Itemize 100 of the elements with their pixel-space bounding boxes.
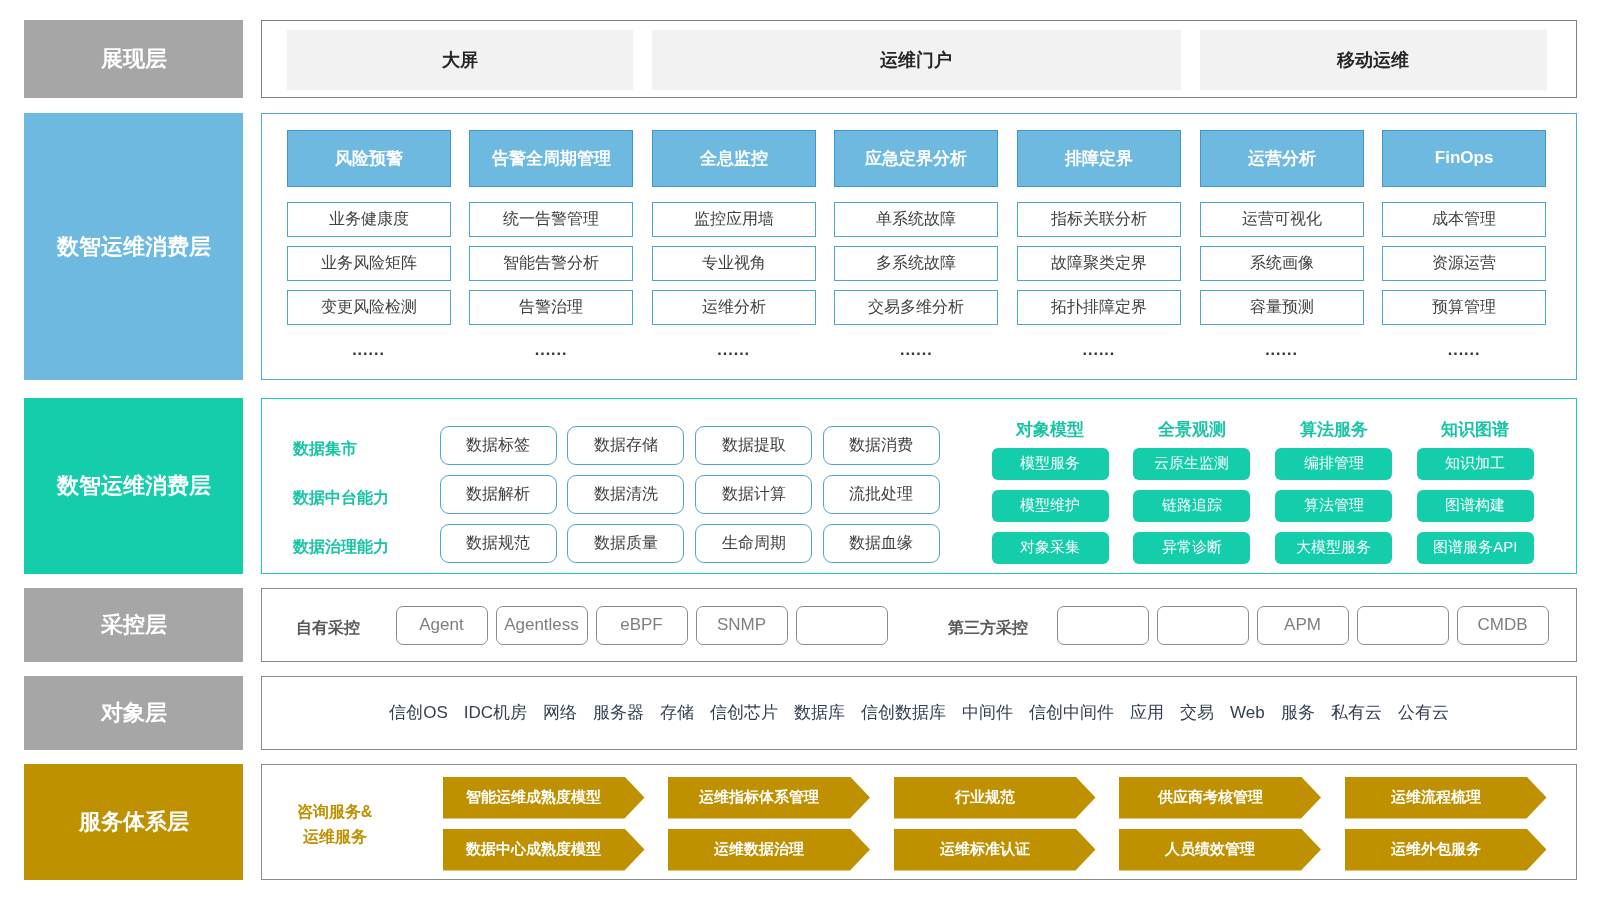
collector-box: APM	[1256, 605, 1349, 645]
capability-box: 数据规范	[439, 523, 557, 563]
object-item: 信创中间件	[1029, 702, 1115, 724]
collector-box: CMDB	[1456, 605, 1549, 645]
service-box: 异常诊断	[1133, 531, 1251, 564]
service-box: 大模型服务	[1275, 531, 1393, 564]
object-item: 中间件	[962, 702, 1014, 724]
ellipsis-text: ......	[899, 340, 933, 359]
capability-box: 数据提取	[695, 425, 813, 465]
layer-header: 对象层	[24, 676, 243, 750]
layer-panel	[261, 676, 1577, 750]
service-box: 图谱服务API	[1416, 531, 1534, 564]
function-box: 拓扑排障定界	[1016, 289, 1181, 325]
service-box: 对象采集	[991, 531, 1109, 564]
layer-header: 服务体系层	[24, 764, 243, 880]
object-item: 网络	[543, 702, 578, 724]
capability-box: 数据存储	[567, 425, 685, 465]
object-item: 交易	[1180, 702, 1215, 724]
collector-box: Agent	[395, 605, 488, 645]
chevron-tag: 运维流程梳理	[1344, 776, 1547, 819]
chevron-tag: 运维数据治理	[668, 828, 870, 871]
capability-box: 数据标签	[439, 425, 557, 465]
service-box: 图谱构建	[1416, 489, 1534, 522]
category-header: 告警全周期管理	[469, 129, 634, 187]
layer-panel	[261, 398, 1577, 574]
object-item: IDC机房	[463, 702, 528, 724]
object-item: 存储	[660, 702, 695, 724]
group-label: 自有采控	[295, 617, 360, 638]
function-box: 统一告警管理	[469, 201, 634, 237]
category-header: 全息监控	[651, 129, 816, 187]
capability-box: 数据血缘	[822, 523, 940, 563]
object-item: 信创数据库	[861, 702, 947, 724]
object-item: 信创芯片	[710, 702, 779, 724]
chevron-tag: 人员绩效管理	[1119, 828, 1321, 871]
portal-tile: 运维门户	[651, 29, 1181, 90]
service-box: 模型维护	[991, 489, 1109, 522]
capability-box: 生命周期	[695, 523, 813, 563]
layer-header: 数智运维消费层	[24, 113, 243, 380]
chevron-tag: 运维外包服务	[1344, 828, 1547, 871]
layer-header: 采控层	[24, 588, 243, 662]
chevron-tag: 数据中心成熟度模型	[442, 828, 645, 871]
function-box: 业务风险矩阵	[286, 245, 451, 281]
function-box: 运营可视化	[1199, 201, 1364, 237]
group-label: 第三方采控	[947, 617, 1028, 638]
capability-box: 数据解析	[439, 474, 557, 514]
column-heading: 对象模型	[1016, 418, 1084, 441]
function-box: 专业视角	[651, 245, 816, 281]
function-box: 业务健康度	[286, 201, 451, 237]
function-box: 单系统故障	[834, 201, 999, 237]
object-item: 数据库	[794, 702, 846, 724]
collector-box	[1356, 605, 1449, 645]
ellipsis-text: ......	[352, 340, 385, 359]
function-box: 容量预测	[1199, 289, 1364, 325]
collector-box	[1156, 605, 1249, 645]
portal-tile: 移动运维	[1199, 29, 1547, 90]
function-box: 系统画像	[1199, 245, 1364, 281]
object-item: Web	[1230, 702, 1265, 724]
category-header: FinOps	[1382, 129, 1547, 187]
ellipsis-text: ......	[1447, 340, 1481, 359]
ellipsis-text: ......	[717, 340, 750, 359]
capability-box: 数据清洗	[567, 474, 685, 514]
function-box: 监控应用墙	[651, 201, 816, 237]
function-box: 多系统故障	[834, 245, 999, 281]
object-item: 服务器	[593, 702, 645, 724]
object-item: 服务	[1280, 702, 1315, 724]
row-heading: 数据集市	[292, 438, 357, 459]
function-box: 告警治理	[469, 289, 634, 325]
chevron-tag: 行业规范	[893, 776, 1096, 819]
capability-box: 数据质量	[567, 523, 685, 563]
service-box: 模型服务	[991, 447, 1109, 480]
service-heading: 咨询服务&运维服务	[295, 801, 374, 847]
function-box: 预算管理	[1382, 289, 1547, 325]
service-box: 编排管理	[1275, 447, 1393, 480]
service-box: 云原生监测	[1133, 447, 1251, 480]
function-box: 资源运营	[1382, 245, 1547, 281]
layer-header: 展现层	[24, 20, 243, 98]
function-box: 故障聚类定界	[1016, 245, 1181, 281]
service-box: 知识加工	[1416, 447, 1534, 480]
object-item: 私有云	[1330, 702, 1382, 724]
function-box: 交易多维分析	[834, 289, 999, 325]
function-box: 成本管理	[1382, 201, 1547, 237]
service-box: 算法管理	[1275, 489, 1393, 522]
capability-box: 数据计算	[695, 474, 813, 514]
layer-panel	[261, 764, 1577, 880]
column-heading: 全景观测	[1157, 418, 1226, 441]
column-heading: 算法服务	[1299, 418, 1368, 441]
portal-tile: 大屏	[286, 29, 633, 90]
category-header: 排障定界	[1016, 129, 1181, 187]
chevron-tag: 智能运维成熟度模型	[442, 776, 645, 819]
category-header: 运营分析	[1199, 129, 1364, 187]
collector-box: Agentless	[495, 605, 588, 645]
chevron-tag: 运维指标体系管理	[668, 776, 870, 819]
layer-panel	[261, 588, 1577, 662]
collector-box	[1056, 605, 1149, 645]
chevron-tag: 运维标准认证	[893, 828, 1096, 871]
service-box: 链路追踪	[1133, 489, 1251, 522]
row-heading: 数据中台能力	[292, 487, 389, 508]
function-box: 智能告警分析	[469, 245, 634, 281]
ellipsis-text: ......	[1265, 340, 1298, 359]
collector-box: SNMP	[695, 605, 788, 645]
